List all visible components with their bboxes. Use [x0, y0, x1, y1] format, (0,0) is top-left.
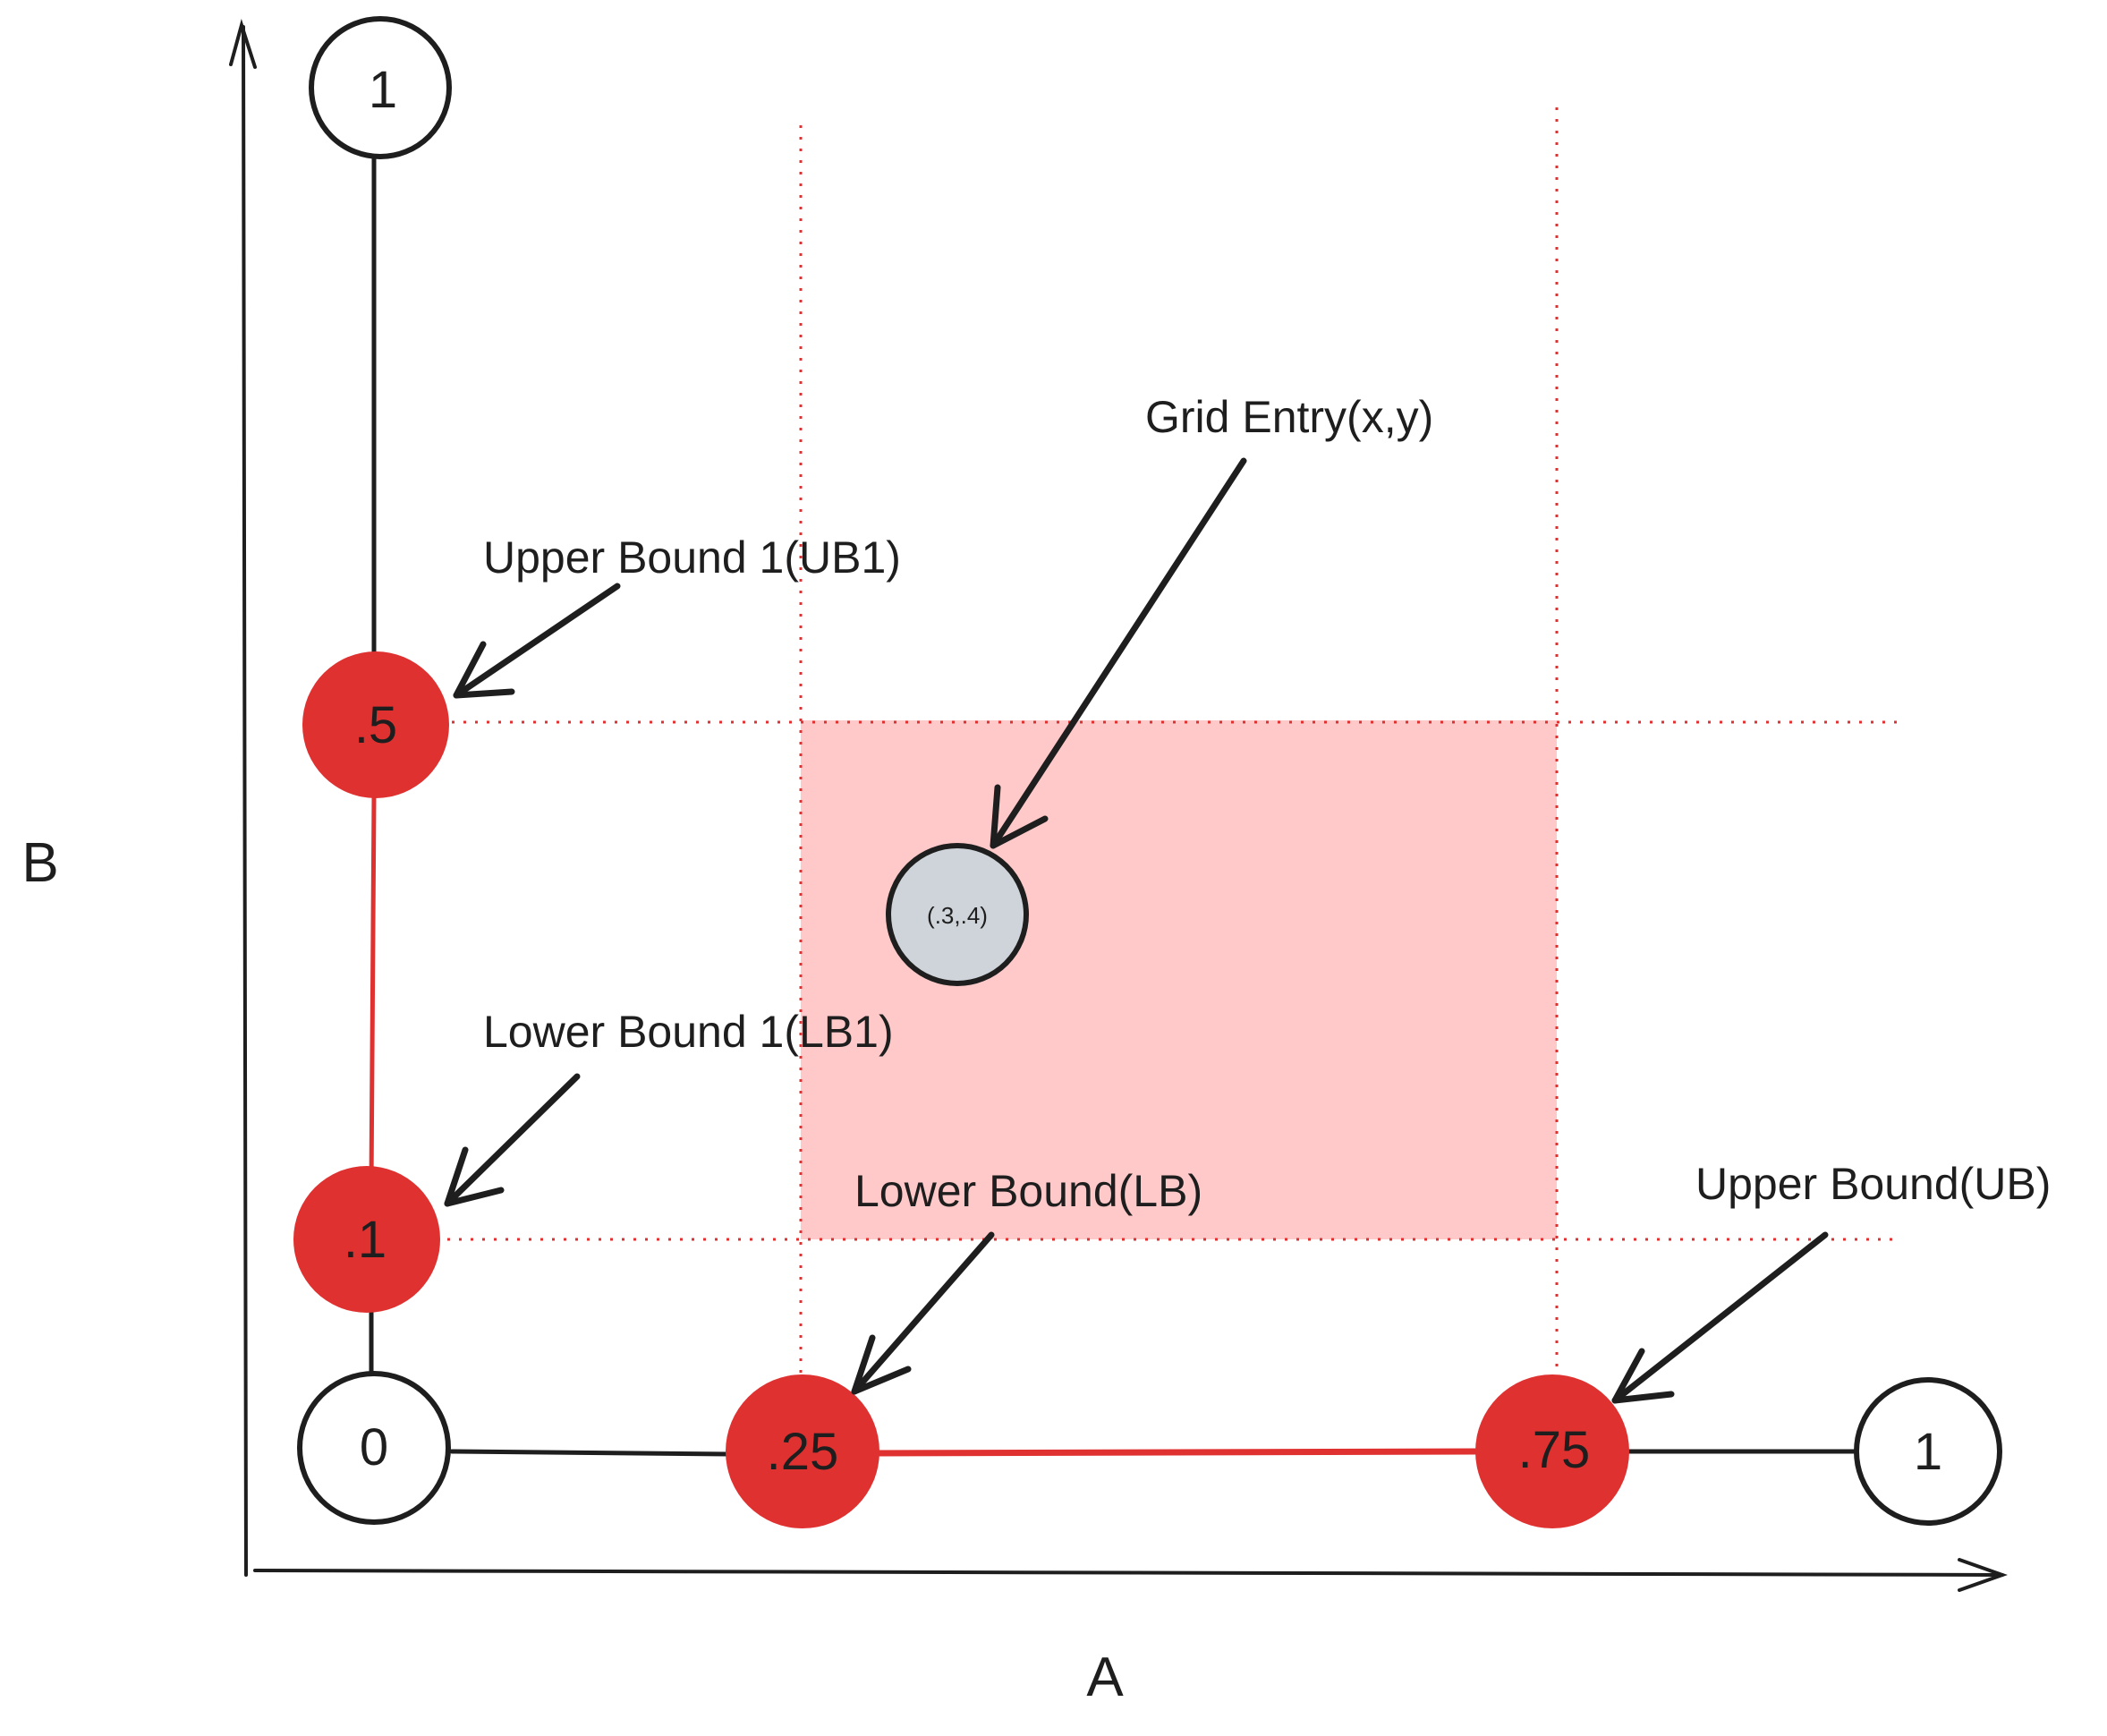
annotation-arrows: [444, 457, 1829, 1404]
node-y-end-label: 1: [369, 61, 397, 119]
y-axis-arrowhead: [229, 18, 257, 69]
node-upper-bound: .75: [1475, 1374, 1629, 1528]
x-connector-bound-range: [869, 1448, 1482, 1457]
node-upper-bound-1: .5: [302, 651, 449, 798]
annotation-lower-bound: Lower Bound(LB): [854, 1166, 1202, 1216]
guide-lines: [447, 107, 1906, 1383]
node-lower-bound: .25: [726, 1374, 879, 1528]
node-x-start: 0: [297, 1371, 451, 1525]
bounded-region: [801, 720, 1557, 1239]
arrow-upper-bound: [1611, 1231, 1829, 1404]
annotation-upper-bound-1: Upper Bound 1(UB1): [483, 532, 901, 583]
node-lower-bound-1: .1: [293, 1166, 440, 1313]
grid-entry-point-label: (.3,.4): [927, 902, 988, 929]
node-x-end-label: 1: [1914, 1423, 1942, 1481]
arrow-upper-bound-1: [453, 583, 621, 699]
arrow-lower-bound: [851, 1231, 995, 1395]
x-axis-arrowhead: [1958, 1558, 2008, 1592]
node-upper-bound-label: .75: [1518, 1421, 1591, 1479]
node-y-end: 1: [309, 16, 452, 159]
node-lower-bound-label: .25: [767, 1423, 839, 1481]
y-axis-line: [242, 25, 248, 1577]
annotation-upper-bound: Upper Bound(UB): [1695, 1159, 2051, 1209]
arrow-grid-entry: [990, 457, 1247, 849]
annotation-grid-entry: Grid Entry(x,y): [1145, 392, 1433, 442]
arrow-lower-bound-1: [444, 1073, 581, 1207]
x-axis-line: [253, 1569, 2004, 1577]
axes: [229, 18, 2008, 1592]
node-upper-bound-1-label: .5: [354, 696, 397, 754]
x-connector-left: [449, 1449, 732, 1457]
y-axis-label: B: [21, 832, 58, 894]
axis-connectors: [369, 154, 1859, 1457]
x-axis-label: A: [1086, 1647, 1124, 1708]
node-x-end: 1: [1854, 1377, 2002, 1526]
node-x-start-label: 0: [360, 1418, 388, 1476]
y-connector-bound-range: [369, 794, 377, 1188]
annotation-lower-bound-1: Lower Bound 1(LB1): [483, 1007, 894, 1057]
node-lower-bound-1-label: .1: [344, 1211, 387, 1269]
grid-entry-point: (.3,.4): [886, 843, 1029, 986]
